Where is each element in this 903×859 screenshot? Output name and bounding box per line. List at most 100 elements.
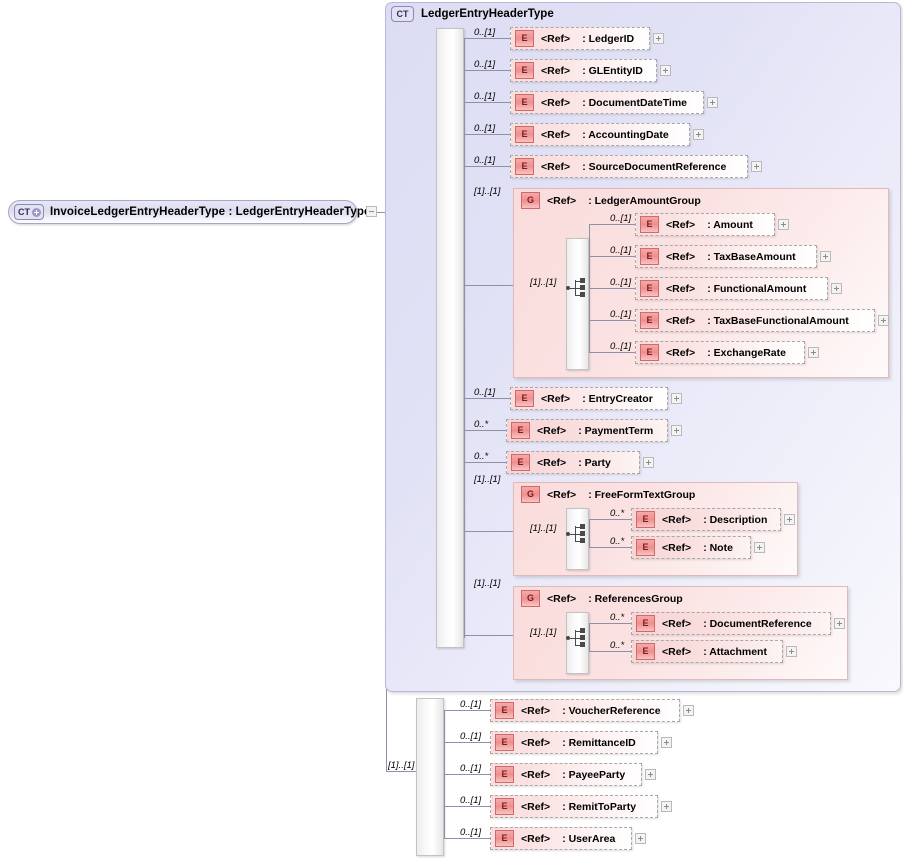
element-functionalamount[interactable]: E <Ref> : FunctionalAmount <box>635 277 828 300</box>
element-taxbaseamount[interactable]: E <Ref> : TaxBaseAmount <box>635 245 817 268</box>
element-ref-label: <Ref> <box>521 736 551 749</box>
connector-root-out <box>377 211 386 213</box>
element-ledgerid[interactable]: E <Ref> : LedgerID <box>510 27 650 50</box>
element-voucherreference[interactable]: E <Ref> : VoucherReference <box>490 699 680 722</box>
expand-toggle-description[interactable] <box>784 514 795 525</box>
expand-toggle-functionalamount[interactable] <box>831 283 842 294</box>
cardinality-party: 0..* <box>474 451 489 462</box>
expand-toggle-userarea[interactable] <box>635 833 646 844</box>
cardinality-entrycreator: 0..[1] <box>474 387 496 398</box>
connector-exchangerate <box>589 352 635 353</box>
element-badge-icon: E <box>515 94 534 111</box>
root-type-node[interactable]: CT InvoiceLedgerEntryHeaderType : Ledger… <box>8 200 370 224</box>
element-userarea[interactable]: E <Ref> : UserArea <box>490 827 632 850</box>
element-name-label: : ExchangeRate <box>707 346 786 359</box>
element-note[interactable]: E <Ref> : Note <box>631 536 751 559</box>
element-remittoparty[interactable]: E <Ref> : RemitToParty <box>490 795 658 818</box>
group-ref-label: <Ref> <box>547 488 577 501</box>
element-badge-icon: E <box>640 248 659 265</box>
connector-amount <box>589 224 635 225</box>
element-accountingdate[interactable]: E <Ref> : AccountingDate <box>510 123 690 146</box>
element-exchangerate[interactable]: E <Ref> : ExchangeRate <box>635 341 805 364</box>
element-name-label: : UserArea <box>562 832 616 845</box>
cardinality-functionalamount: 0..[1] <box>610 277 632 288</box>
connector-remittoparty <box>444 806 490 807</box>
connector-taxbaseamount <box>589 256 635 257</box>
cardinality-taxbasefunctionalamount: 0..[1] <box>610 309 632 320</box>
group-ref-label: <Ref> <box>547 592 577 605</box>
element-description[interactable]: E <Ref> : Description <box>631 508 781 531</box>
element-ref-label: <Ref> <box>541 96 571 109</box>
element-ref-label: <Ref> <box>666 282 696 295</box>
element-remittanceid[interactable]: E <Ref> : RemittanceID <box>490 731 658 754</box>
group-title-referencesgroup[interactable]: G <Ref> : ReferencesGroup <box>521 590 683 607</box>
expand-toggle-payeeparty[interactable] <box>645 769 656 780</box>
element-payeeparty[interactable]: E <Ref> : PayeeParty <box>490 763 642 786</box>
element-badge-icon: E <box>495 766 514 783</box>
expand-toggle-ledgerid[interactable] <box>653 33 664 44</box>
element-documentreference[interactable]: E <Ref> : DocumentReference <box>631 612 831 635</box>
element-badge-icon: E <box>515 158 534 175</box>
connector-documentreference <box>589 623 631 624</box>
element-badge-icon: E <box>495 734 514 751</box>
connector-functionalamount <box>589 288 635 289</box>
expand-toggle-party[interactable] <box>643 457 654 468</box>
root-collapse-toggle[interactable] <box>366 206 377 217</box>
element-taxbasefunctionalamount[interactable]: E <Ref> : TaxBaseFunctionalAmount <box>635 309 875 332</box>
connector-referencesgroup <box>464 635 513 636</box>
element-badge-icon: E <box>515 30 534 47</box>
element-ref-label: <Ref> <box>666 218 696 231</box>
element-sourcedocumentreference[interactable]: E <Ref> : SourceDocumentReference <box>510 155 748 178</box>
complextype-badge: CT <box>14 204 44 220</box>
element-paymentterm[interactable]: E <Ref> : PaymentTerm <box>506 419 668 442</box>
connector-references-spine <box>589 623 590 651</box>
expand-toggle-taxbasefunctionalamount[interactable] <box>878 315 889 326</box>
expand-plus-icon <box>32 207 41 217</box>
model-group-bar-main <box>436 28 464 648</box>
connector-freeformtext-spine <box>589 519 590 547</box>
element-party[interactable]: E <Ref> : Party <box>506 451 640 474</box>
group-title-ledgeramountgroup[interactable]: G <Ref> : LedgerAmountGroup <box>521 192 701 209</box>
connector-main-spine <box>464 38 465 638</box>
expand-toggle-documentdatetime[interactable] <box>707 97 718 108</box>
element-amount[interactable]: E <Ref> : Amount <box>635 213 775 236</box>
element-ref-label: <Ref> <box>537 456 567 469</box>
element-name-label: : Note <box>703 541 733 554</box>
connector-description <box>589 519 631 520</box>
expand-toggle-glentityid[interactable] <box>660 65 671 76</box>
expand-toggle-accountingdate[interactable] <box>693 129 704 140</box>
expand-toggle-sourcedocumentreference[interactable] <box>751 161 762 172</box>
element-ref-label: <Ref> <box>666 346 696 359</box>
element-ref-label: <Ref> <box>662 513 692 526</box>
expand-toggle-taxbaseamount[interactable] <box>820 251 831 262</box>
cardinality-remittoparty: 0..[1] <box>460 795 482 806</box>
expand-toggle-remittoparty[interactable] <box>661 801 672 812</box>
expand-toggle-entrycreator[interactable] <box>671 393 682 404</box>
element-name-label: : PayeeParty <box>562 768 626 781</box>
element-name-label: : SourceDocumentReference <box>582 160 727 173</box>
cardinality-accountingdate: 0..[1] <box>474 123 496 134</box>
element-entrycreator[interactable]: E <Ref> : EntryCreator <box>510 387 668 410</box>
element-glentityid[interactable]: E <Ref> : GLEntityID <box>510 59 657 82</box>
expand-toggle-amount[interactable] <box>778 219 789 230</box>
element-documentdatetime[interactable]: E <Ref> : DocumentDateTime <box>510 91 704 114</box>
expand-toggle-attachment[interactable] <box>786 646 797 657</box>
element-badge-icon: E <box>636 643 655 660</box>
expand-toggle-voucherreference[interactable] <box>683 705 694 716</box>
element-ref-label: <Ref> <box>662 541 692 554</box>
cardinality-glentityid: 0..[1] <box>474 59 496 70</box>
expand-toggle-remittanceid[interactable] <box>661 737 672 748</box>
element-attachment[interactable]: E <Ref> : Attachment <box>631 640 783 663</box>
cardinality-sourcedocumentreference: 0..[1] <box>474 155 496 166</box>
connector-to-bottom-seq <box>386 771 418 772</box>
expand-toggle-note[interactable] <box>754 542 765 553</box>
expand-toggle-paymentterm[interactable] <box>671 425 682 436</box>
group-title-freeformtextgroup[interactable]: G <Ref> : FreeFormTextGroup <box>521 486 695 503</box>
element-ref-label: <Ref> <box>541 128 571 141</box>
expand-toggle-documentreference[interactable] <box>834 618 845 629</box>
element-badge-icon: E <box>640 280 659 297</box>
container-ct-badge: CT <box>391 6 414 22</box>
expand-toggle-exchangerate[interactable] <box>808 347 819 358</box>
sequence-compositor-ledgeramount <box>566 278 588 298</box>
element-badge-icon: E <box>636 511 655 528</box>
